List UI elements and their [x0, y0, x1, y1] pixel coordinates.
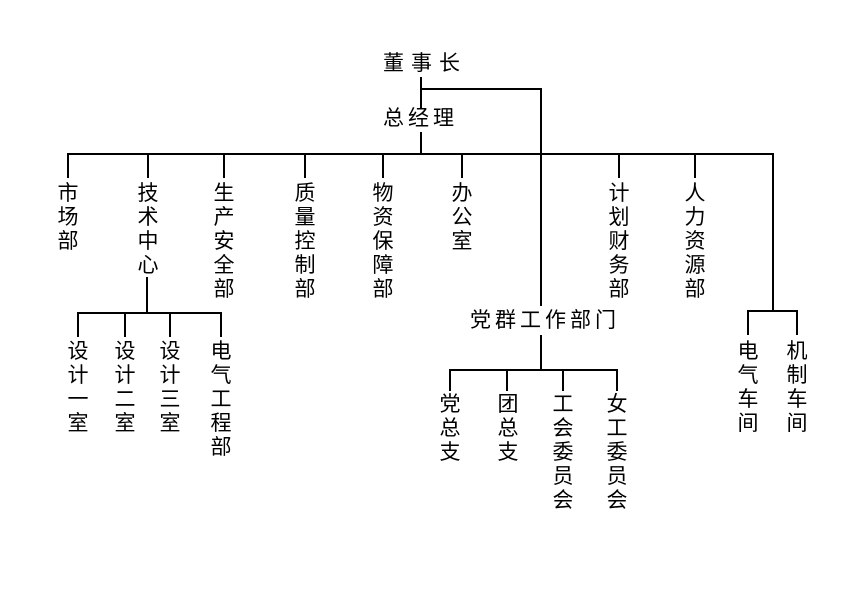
connector-party-vertical-lower — [540, 335, 542, 371]
tick-design-3 — [169, 312, 171, 337]
node-women-committee: 女工委员会 — [606, 392, 628, 512]
node-electrical-engineering-dept: 电气工程部 — [210, 339, 232, 459]
tick-electrical-workshop — [747, 310, 749, 335]
connector-workshops-vertical — [772, 153, 774, 312]
tech-splitter-line — [77, 312, 222, 314]
tick-production-safety — [223, 153, 225, 178]
node-dept-quality-control: 质量控制部 — [294, 181, 316, 301]
tick-tech-center — [147, 153, 149, 178]
node-machining-workshop: 机制车间 — [786, 339, 808, 435]
node-dept-planning-finance: 计划财务部 — [608, 181, 630, 301]
node-party-group: 党群工作部门 — [470, 308, 620, 332]
tick-design-1 — [77, 312, 79, 337]
connector-tech-center-down — [146, 277, 148, 314]
tick-design-2 — [124, 312, 126, 337]
node-dept-logistics: 物资保障部 — [372, 181, 394, 301]
party-splitter-line — [449, 369, 618, 371]
node-dept-production-safety: 生产安全部 — [213, 181, 235, 301]
tick-hr — [694, 153, 696, 178]
node-electrical-workshop: 电气车间 — [737, 339, 759, 435]
connector-chairman-gm — [420, 77, 422, 108]
tick-logistics — [382, 153, 384, 178]
node-design-office-2: 设计二室 — [114, 339, 136, 435]
tick-machining-workshop — [796, 310, 798, 335]
node-party-branch: 党总支 — [439, 392, 461, 464]
node-design-office-3: 设计三室 — [159, 339, 181, 435]
tick-quality-control — [304, 153, 306, 178]
tick-union-committee — [562, 369, 564, 391]
tick-electrical-engineering — [220, 312, 222, 337]
main-row-line — [67, 153, 774, 155]
tick-office — [461, 153, 463, 178]
connector-gm-row — [420, 132, 422, 155]
tick-planning-finance — [618, 153, 620, 178]
node-dept-hr: 人力资源部 — [684, 181, 706, 301]
tick-party-branch — [449, 369, 451, 391]
tick-women-committee — [616, 369, 618, 391]
node-dept-office: 办公室 — [451, 181, 473, 253]
tick-league-branch — [506, 369, 508, 391]
node-dept-market: 市场部 — [57, 181, 79, 253]
connector-chairman-party-horizontal — [420, 88, 542, 90]
connector-party-vertical-upper — [540, 88, 542, 306]
tick-market — [67, 153, 69, 178]
workshop-splitter-line — [747, 310, 798, 312]
node-design-office-1: 设计一室 — [67, 339, 89, 435]
node-general-manager: 总经理 — [383, 106, 458, 130]
node-dept-tech-center: 技术中心 — [137, 181, 159, 277]
node-league-branch: 团总支 — [497, 392, 519, 464]
node-union-committee: 工会委员会 — [552, 392, 574, 512]
node-chairman: 董事长 — [383, 51, 467, 75]
